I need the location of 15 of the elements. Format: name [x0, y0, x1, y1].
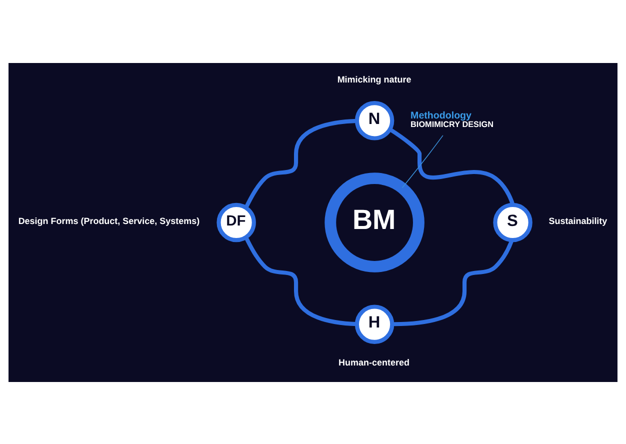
- connector: [244, 118, 357, 208]
- node-circle: N: [354, 100, 394, 140]
- connector: [392, 238, 514, 326]
- node-text: Methodology BIOMIMICRY DESIGN: [410, 110, 494, 129]
- connector: [244, 236, 357, 326]
- node-circle: DF: [216, 202, 256, 242]
- connector: [388, 127, 515, 206]
- node-label: Sustainability: [548, 215, 608, 226]
- node-label: Mimicking nature: [337, 74, 412, 84]
- node-circle: BM: [324, 172, 424, 272]
- node-circle: S: [493, 202, 532, 242]
- connector: [402, 134, 444, 188]
- node-label: Design Forms (Product, Service, Systems): [18, 215, 200, 226]
- node-label: Human-centered: [338, 356, 410, 367]
- node-circle: H: [354, 304, 394, 344]
